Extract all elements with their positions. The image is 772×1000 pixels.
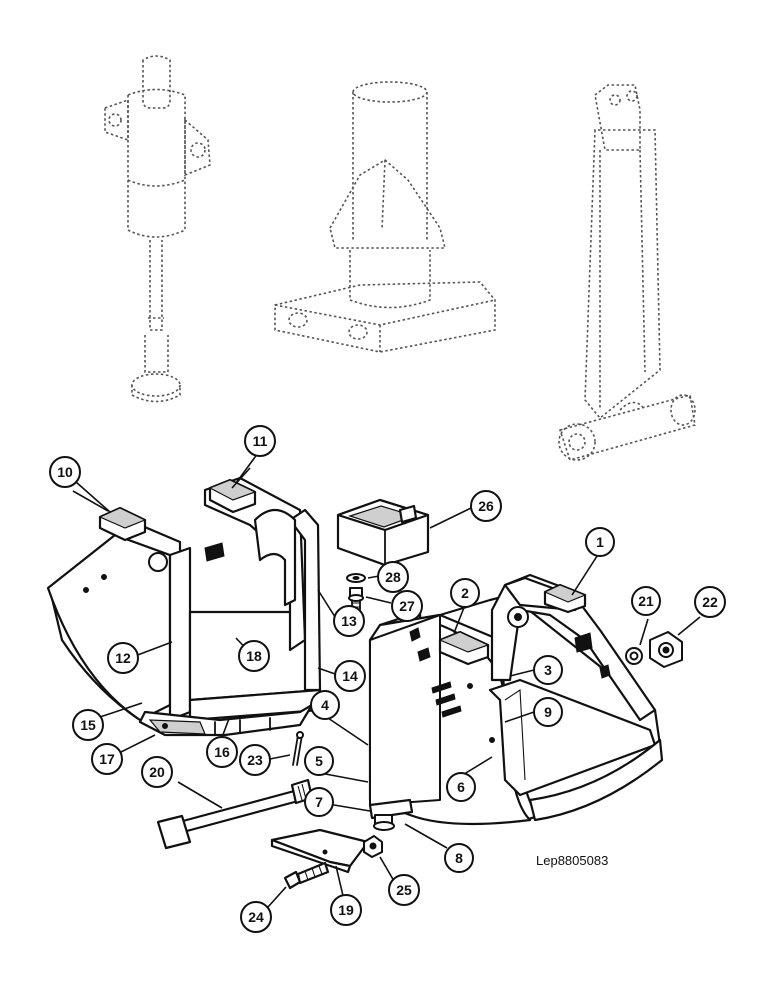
callout-5: 5 [304,746,334,776]
svg-text:26: 26 [478,498,494,514]
ghost-hydraulic-cylinder [104,55,211,403]
callout-6: 6 [446,772,476,802]
callout-3: 3 [533,655,563,685]
part-25-nut [363,835,383,858]
svg-text:12: 12 [115,650,131,666]
svg-text:27: 27 [399,598,415,614]
callout-10: 10 [49,456,81,488]
svg-text:18: 18 [246,648,262,664]
callout-25: 25 [388,874,420,906]
callout-12: 12 [107,642,139,674]
svg-text:1: 1 [596,534,604,550]
svg-text:23: 23 [247,752,263,768]
callout-28: 28 [377,561,409,593]
part-23-pin [292,731,304,766]
callout-4: 4 [310,690,340,720]
ghost-boom-bracket [558,84,696,461]
svg-text:14: 14 [342,668,358,684]
callout-23: 23 [239,744,271,776]
callout-16: 16 [206,736,238,768]
svg-text:6: 6 [457,779,465,795]
svg-text:2: 2 [461,585,469,601]
part-19-wear-plate [270,828,370,874]
callout-9: 9 [533,697,563,727]
callout-18: 18 [238,640,270,672]
callout-14: 14 [334,660,366,692]
part-22-nut [649,631,683,668]
callout-26: 26 [470,490,502,522]
svg-text:8: 8 [455,850,463,866]
callout-17: 17 [91,743,123,775]
svg-text:15: 15 [80,717,96,733]
svg-text:24: 24 [248,909,264,925]
drawing-reference: Lep8805083 [536,853,608,868]
part-21-washer [625,647,643,665]
callout-1: 1 [585,527,615,557]
callout-2: 2 [450,578,480,608]
callout-15: 15 [72,709,104,741]
svg-text:7: 7 [315,794,323,810]
part-28-washer [346,573,366,583]
callout-13: 13 [333,605,365,637]
svg-text:11: 11 [253,433,268,449]
callout-19: 19 [330,894,362,926]
callout-27: 27 [391,590,423,622]
svg-text:5: 5 [315,753,323,769]
svg-text:25: 25 [396,882,412,898]
part-27-screw [348,587,364,611]
callout-21: 21 [631,586,661,616]
ghost-swing-post [274,81,496,353]
callout-8: 8 [444,843,474,873]
right-bucket-frame [368,573,664,831]
part-26-grease-housing [336,498,430,567]
svg-text:19: 19 [338,902,354,918]
svg-text:3: 3 [544,662,552,678]
svg-text:13: 13 [341,613,357,629]
svg-text:9: 9 [544,704,552,720]
leader-lines [72,452,701,908]
callout-11: 11 [244,425,276,457]
left-bucket-frame [46,476,322,737]
callout-7: 7 [304,787,334,817]
svg-text:17: 17 [99,751,115,767]
svg-text:28: 28 [385,569,401,585]
svg-text:22: 22 [702,594,718,610]
svg-text:10: 10 [57,464,73,480]
part-24-bolt [283,861,330,890]
callout-24: 24 [240,901,272,933]
svg-text:4: 4 [321,697,329,713]
callout-22: 22 [694,586,726,618]
svg-text:16: 16 [214,744,230,760]
svg-text:20: 20 [149,764,165,780]
svg-text:21: 21 [638,593,654,609]
callout-20: 20 [141,756,173,788]
